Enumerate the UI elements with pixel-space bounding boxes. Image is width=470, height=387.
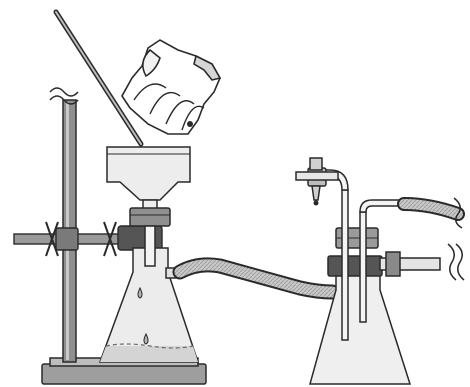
gloved-hand [122, 40, 220, 134]
glove-dot [187, 121, 193, 127]
vacuum-tubing [180, 265, 332, 292]
clamp-boss-head [56, 228, 78, 250]
stopcock-handle [296, 172, 338, 180]
trap-clamp [328, 256, 382, 276]
funnel-bowl [107, 147, 190, 200]
stopcock-top [310, 158, 322, 170]
stopcock-tip [312, 186, 320, 200]
trap-inner-tube-left [342, 190, 348, 340]
stand-base [42, 364, 206, 384]
sidearm-break-mark [448, 244, 464, 280]
stopcock [296, 158, 338, 206]
trap-inner-tube-right [360, 212, 366, 322]
filtrate-liquid [100, 346, 198, 362]
funnel-inner-stem [145, 226, 155, 266]
funnel-adapter [130, 208, 170, 226]
glove-palm [122, 40, 220, 134]
trap-sidearm-clamp [386, 252, 400, 276]
